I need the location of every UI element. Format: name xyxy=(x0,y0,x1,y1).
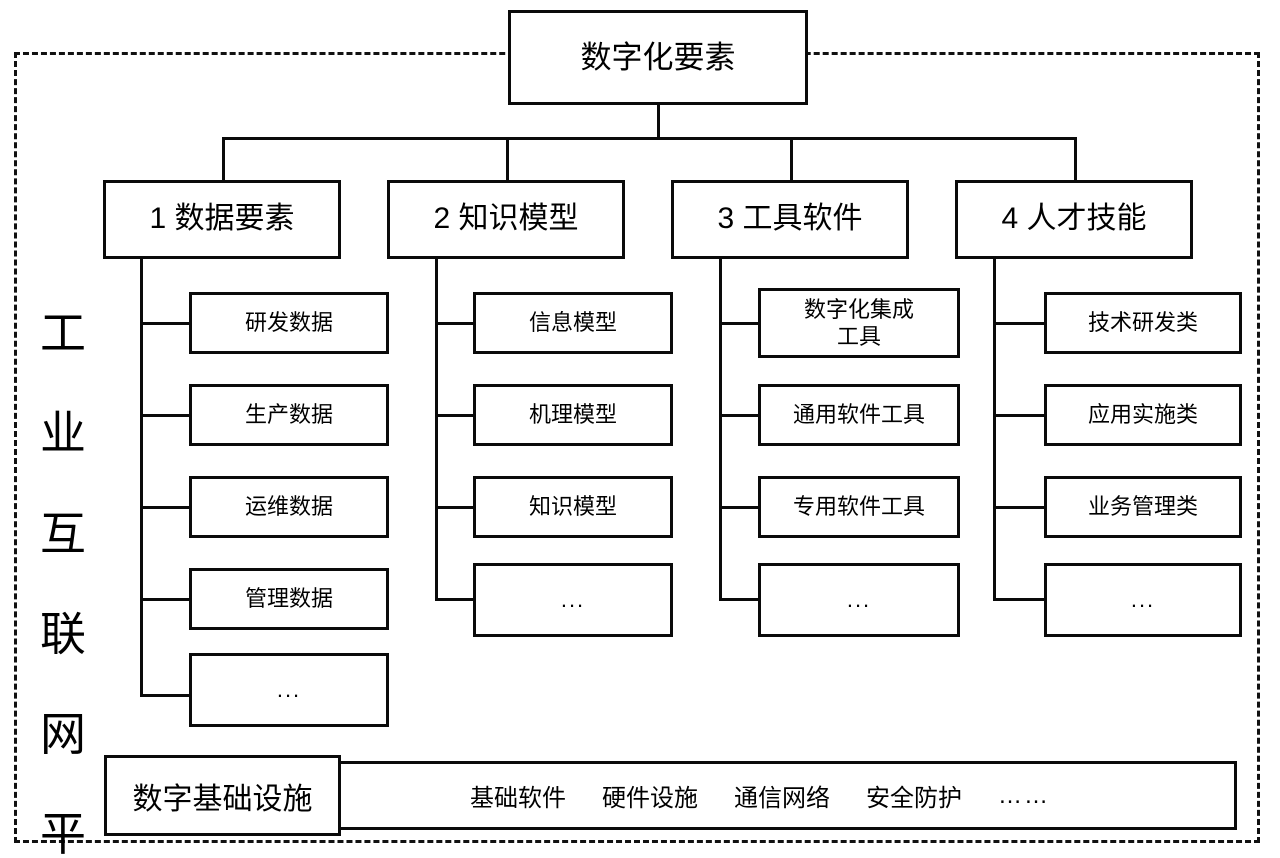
connector-stub-c4-3 xyxy=(993,598,1045,601)
connector-trunk-col-3 xyxy=(719,259,722,600)
leaf-node-c3-0: 数字化集成 工具 xyxy=(758,288,960,358)
connector-root-stem xyxy=(657,104,660,140)
infrastructure-label: 数字基础设施 xyxy=(132,782,313,816)
infrastructure-item-0: 基础软件 xyxy=(470,785,566,812)
infrastructure-label-box: 数字基础设施 xyxy=(104,755,341,836)
leaf-node-c2-0-label: 信息模型 xyxy=(528,309,617,335)
leaf-node-c2-1: 机理模型 xyxy=(473,384,673,446)
infrastructure-item-3: 安全防护 xyxy=(866,785,962,812)
root-node-digital-elements: 数字化要素 xyxy=(508,10,808,105)
platform-vertical-label: 工 业 互 联 网 平 台 xyxy=(28,258,98,858)
connector-trunk-col-2 xyxy=(435,259,438,600)
leaf-node-c4-3-label: ... xyxy=(1130,586,1156,612)
leaf-node-c4-1: 应用实施类 xyxy=(1044,384,1242,446)
platform-label-char-1: 业 xyxy=(40,407,86,460)
leaf-node-c4-0-label: 技术研发类 xyxy=(1087,309,1198,335)
category-node-3-label: 3 工具软件 xyxy=(717,202,863,236)
leaf-node-c3-3-label: ... xyxy=(846,586,872,612)
category-node-2-label: 2 知识模型 xyxy=(433,202,579,236)
leaf-node-c3-2: 专用软件工具 xyxy=(758,476,960,538)
connector-stub-c1-3 xyxy=(140,598,190,601)
leaf-node-c4-3-ellipsis: ... xyxy=(1044,563,1242,637)
leaf-node-c1-2-label: 运维数据 xyxy=(244,493,333,519)
connector-stub-c3-3 xyxy=(719,598,760,601)
leaf-node-c4-2: 业务管理类 xyxy=(1044,476,1242,538)
connector-stub-c1-1 xyxy=(140,414,190,417)
platform-label-char-4: 网 xyxy=(40,708,86,761)
connector-trunk-col-4 xyxy=(993,259,996,600)
connector-stub-c4-1 xyxy=(993,414,1045,417)
leaf-node-c1-1: 生产数据 xyxy=(189,384,389,446)
infrastructure-item-4-ellipsis: …… xyxy=(998,781,1050,809)
leaf-node-c2-0: 信息模型 xyxy=(473,292,673,354)
connector-stub-c4-0 xyxy=(993,322,1045,325)
category-node-1: 1 数据要素 xyxy=(103,180,341,259)
connector-drop-col-1 xyxy=(222,137,225,182)
connector-stub-c3-1 xyxy=(719,414,760,417)
leaf-node-c3-1: 通用软件工具 xyxy=(758,384,960,446)
platform-label-char-2: 互 xyxy=(40,507,86,560)
leaf-node-c1-1-label: 生产数据 xyxy=(244,401,333,427)
connector-stub-c2-1 xyxy=(435,414,474,417)
category-node-4-label: 4 人才技能 xyxy=(1001,202,1147,236)
connector-stub-c2-2 xyxy=(435,506,474,509)
leaf-node-c2-3-label: ... xyxy=(560,586,586,612)
leaf-node-c1-4-label: ... xyxy=(276,676,302,702)
connector-drop-col-4 xyxy=(1074,137,1077,182)
platform-label-char-0: 工 xyxy=(40,307,86,360)
leaf-node-c2-2: 知识模型 xyxy=(473,476,673,538)
leaf-node-c1-4-ellipsis: ... xyxy=(189,653,389,727)
leaf-node-c4-1-label: 应用实施类 xyxy=(1087,401,1198,427)
leaf-node-c3-3-ellipsis: ... xyxy=(758,563,960,637)
infrastructure-items: 基础软件 硬件设施 通信网络 安全防护 …… xyxy=(470,778,1050,813)
leaf-node-c3-2-label: 专用软件工具 xyxy=(792,493,925,519)
leaf-node-c2-1-label: 机理模型 xyxy=(528,401,617,427)
connector-level2-bus xyxy=(222,137,1077,140)
infrastructure-item-1: 硬件设施 xyxy=(602,785,698,812)
connector-stub-c3-0 xyxy=(719,322,760,325)
category-node-3: 3 工具软件 xyxy=(671,180,909,259)
leaf-node-c2-2-label: 知识模型 xyxy=(528,493,617,519)
connector-trunk-col-1 xyxy=(140,259,143,697)
category-node-4: 4 人才技能 xyxy=(955,180,1193,259)
infrastructure-item-2: 通信网络 xyxy=(734,785,830,812)
connector-stub-c4-2 xyxy=(993,506,1045,509)
leaf-node-c1-3-label: 管理数据 xyxy=(244,585,333,611)
connector-stub-c3-2 xyxy=(719,506,760,509)
connector-stub-c1-4 xyxy=(140,694,190,697)
leaf-node-c2-3-ellipsis: ... xyxy=(473,563,673,637)
leaf-node-c3-0-label: 数字化集成 工具 xyxy=(803,296,914,350)
leaf-node-c4-0: 技术研发类 xyxy=(1044,292,1242,354)
leaf-node-c4-2-label: 业务管理类 xyxy=(1087,493,1198,519)
connector-drop-col-3 xyxy=(790,137,793,182)
root-node-label: 数字化要素 xyxy=(580,39,736,75)
platform-label-char-5: 平 xyxy=(40,808,86,858)
leaf-node-c1-0-label: 研发数据 xyxy=(244,309,333,335)
connector-stub-c2-3 xyxy=(435,598,474,601)
connector-stub-c2-0 xyxy=(435,322,474,325)
leaf-node-c3-1-label: 通用软件工具 xyxy=(792,401,925,427)
connector-drop-col-2 xyxy=(506,137,509,182)
connector-stub-c1-0 xyxy=(140,322,190,325)
category-node-1-label: 1 数据要素 xyxy=(149,202,295,236)
platform-label-char-3: 联 xyxy=(40,607,86,660)
category-node-2: 2 知识模型 xyxy=(387,180,625,259)
leaf-node-c1-0: 研发数据 xyxy=(189,292,389,354)
leaf-node-c1-3: 管理数据 xyxy=(189,568,389,630)
leaf-node-c1-2: 运维数据 xyxy=(189,476,389,538)
connector-stub-c1-2 xyxy=(140,506,190,509)
